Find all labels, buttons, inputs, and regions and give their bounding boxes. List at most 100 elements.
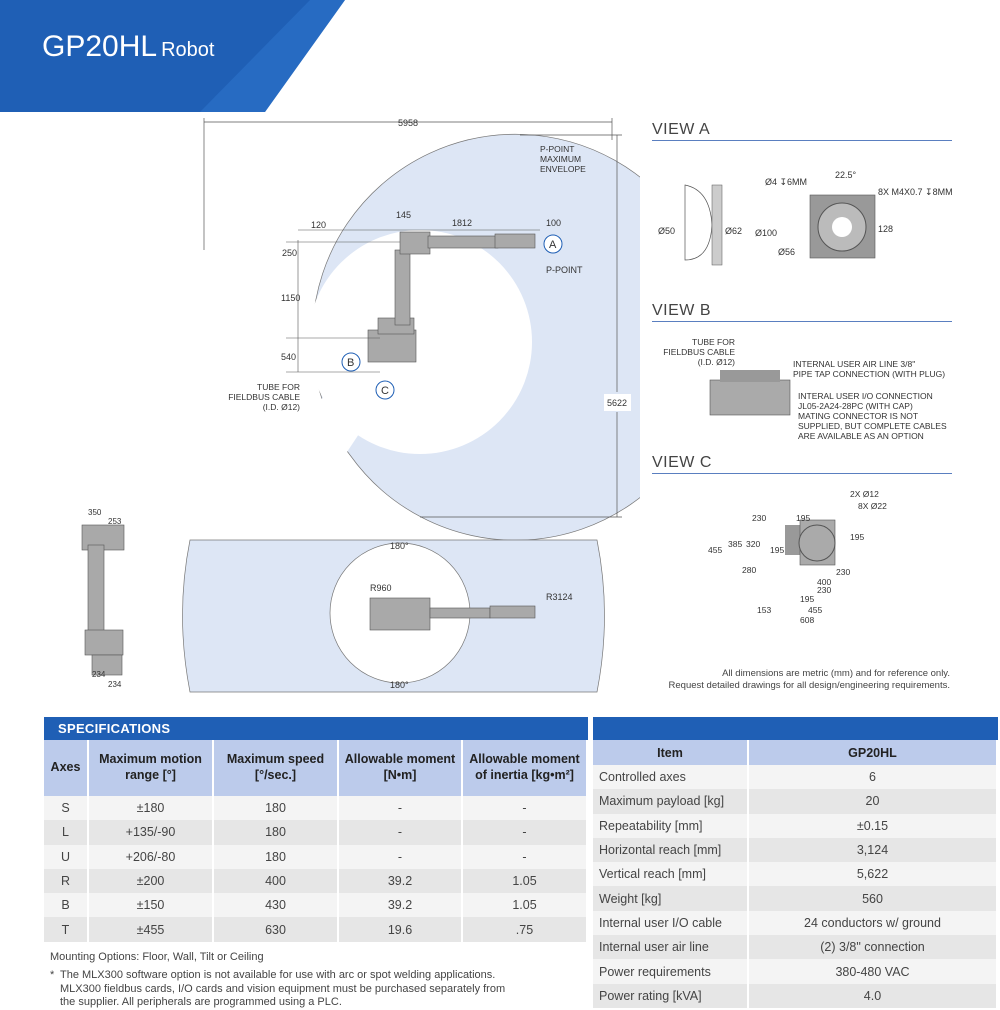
p-point-label: P-POINT	[546, 265, 583, 275]
spec-cell: 180	[213, 796, 339, 821]
dimension-note: All dimensions are metric (mm) and for r…	[669, 668, 950, 692]
item-label: Power rating [kVA]	[593, 983, 749, 1008]
item-label: Controlled axes	[593, 765, 749, 790]
spec-cell: S	[44, 796, 89, 821]
dim-253: 253	[108, 517, 122, 526]
dim-height: 5622	[607, 398, 627, 408]
item-label: Weight [kg]	[593, 886, 749, 911]
label: 455	[708, 545, 722, 555]
spec-cell: ±150	[88, 893, 214, 918]
label: PIPE TAP CONNECTION (WITH PLUG)	[793, 369, 945, 379]
item-value: 560	[748, 886, 998, 911]
spec-cell: -	[462, 820, 588, 845]
spec-cell: 400	[213, 868, 339, 894]
view-a-heading: VIEW A	[652, 121, 952, 141]
label: 455	[808, 605, 822, 615]
label: The MLX300 software option is not availa…	[60, 969, 496, 981]
label: 195	[800, 594, 814, 604]
radius-inner: R960	[370, 583, 392, 593]
marker-c: C	[381, 385, 389, 397]
label: TUBE FOR	[692, 337, 735, 347]
column-header: Allowable moment [N•m]	[338, 740, 463, 796]
column-header: GP20HL	[748, 740, 998, 765]
label: ARE AVAILABLE AS AN OPTION	[798, 431, 924, 441]
label: FIELDBUS CABLE	[663, 347, 735, 357]
label: Ø100	[755, 228, 777, 238]
item-table-bar	[593, 717, 998, 740]
label: Ø62	[725, 226, 742, 236]
spec-cell: +135/-90	[88, 820, 214, 845]
spec-cell: .75	[462, 917, 588, 942]
column-header: Maximum motion range [°]	[88, 740, 214, 796]
spec-cell: ±180	[88, 796, 214, 821]
spec-cell: ±200	[88, 868, 214, 894]
item-row: Weight [kg]560	[593, 886, 998, 911]
label: Ø56	[778, 247, 795, 257]
footnote-mark: *	[50, 969, 55, 981]
label: 195	[850, 532, 864, 542]
dim-145: 145	[396, 210, 411, 220]
label: MATING CONNECTOR IS NOT	[798, 411, 918, 421]
spec-cell: 1.05	[462, 868, 588, 894]
label: 2X Ø12	[850, 489, 879, 499]
item-row: Vertical reach [mm]5,622	[593, 862, 998, 887]
spec-cell: 430	[213, 893, 339, 918]
spec-cell: +206/-80	[88, 844, 214, 869]
spec-cell: -	[338, 844, 463, 869]
item-label: Repeatability [mm]	[593, 813, 749, 838]
model-name: GP20HL	[42, 30, 158, 63]
label: 195	[770, 545, 784, 555]
label: (I.D. Ø12)	[263, 402, 300, 412]
spec-cell: 180	[213, 820, 339, 845]
label: 230	[836, 567, 850, 577]
label: 230	[752, 513, 766, 523]
label: (I.D. Ø12)	[698, 357, 735, 367]
item-value: ±0.15	[748, 813, 998, 838]
dim-250: 250	[282, 248, 297, 258]
footnote: * The MLX300 software option is not avai…	[50, 969, 505, 1008]
label: 230	[817, 585, 831, 595]
spec-cell: ±455	[88, 917, 214, 942]
spec-cell: 19.6	[338, 917, 463, 942]
item-value: 380-480 VAC	[748, 959, 998, 984]
robot-side-drawing	[367, 231, 536, 363]
item-row: Horizontal reach [mm]3,124	[593, 837, 998, 863]
specifications-title: SPECIFICATIONS	[44, 717, 588, 740]
column-header: Axes	[44, 740, 89, 796]
item-row: Maximum payload [kg]20	[593, 789, 998, 814]
label: SUPPLIED, BUT COMPLETE CABLES	[798, 421, 947, 431]
item-value: 24 conductors w/ ground	[748, 910, 998, 936]
label: 608	[800, 615, 814, 625]
label: MLX300 fieldbus cards, I/O cards and vis…	[60, 982, 506, 995]
label: P-POINT	[540, 144, 574, 154]
dim-234-right: 234	[108, 680, 122, 689]
item-label: Power requirements	[593, 959, 749, 984]
mounting-options: Mounting Options: Floor, Wall, Tilt or C…	[50, 951, 264, 963]
spec-cell: -	[338, 796, 463, 821]
spec-cell: U	[44, 844, 89, 869]
marker-b: B	[347, 357, 354, 369]
column-header: Item	[593, 740, 749, 765]
spec-cell: 39.2	[338, 893, 463, 918]
label: 22.5°	[835, 170, 857, 180]
item-row: Repeatability [mm]±0.15	[593, 813, 998, 838]
spec-cell: -	[462, 796, 588, 821]
column-header: Allowable moment of inertia [kg•m²]	[462, 740, 588, 796]
label: FIELDBUS CABLE	[228, 392, 300, 402]
dim-width: 5958	[398, 118, 418, 128]
item-value: 6	[748, 765, 998, 790]
robot-front-drawing	[81, 524, 125, 676]
label: 8X M4X0.7 ↧8MM	[878, 187, 953, 197]
spec-cell: 1.05	[462, 893, 588, 918]
